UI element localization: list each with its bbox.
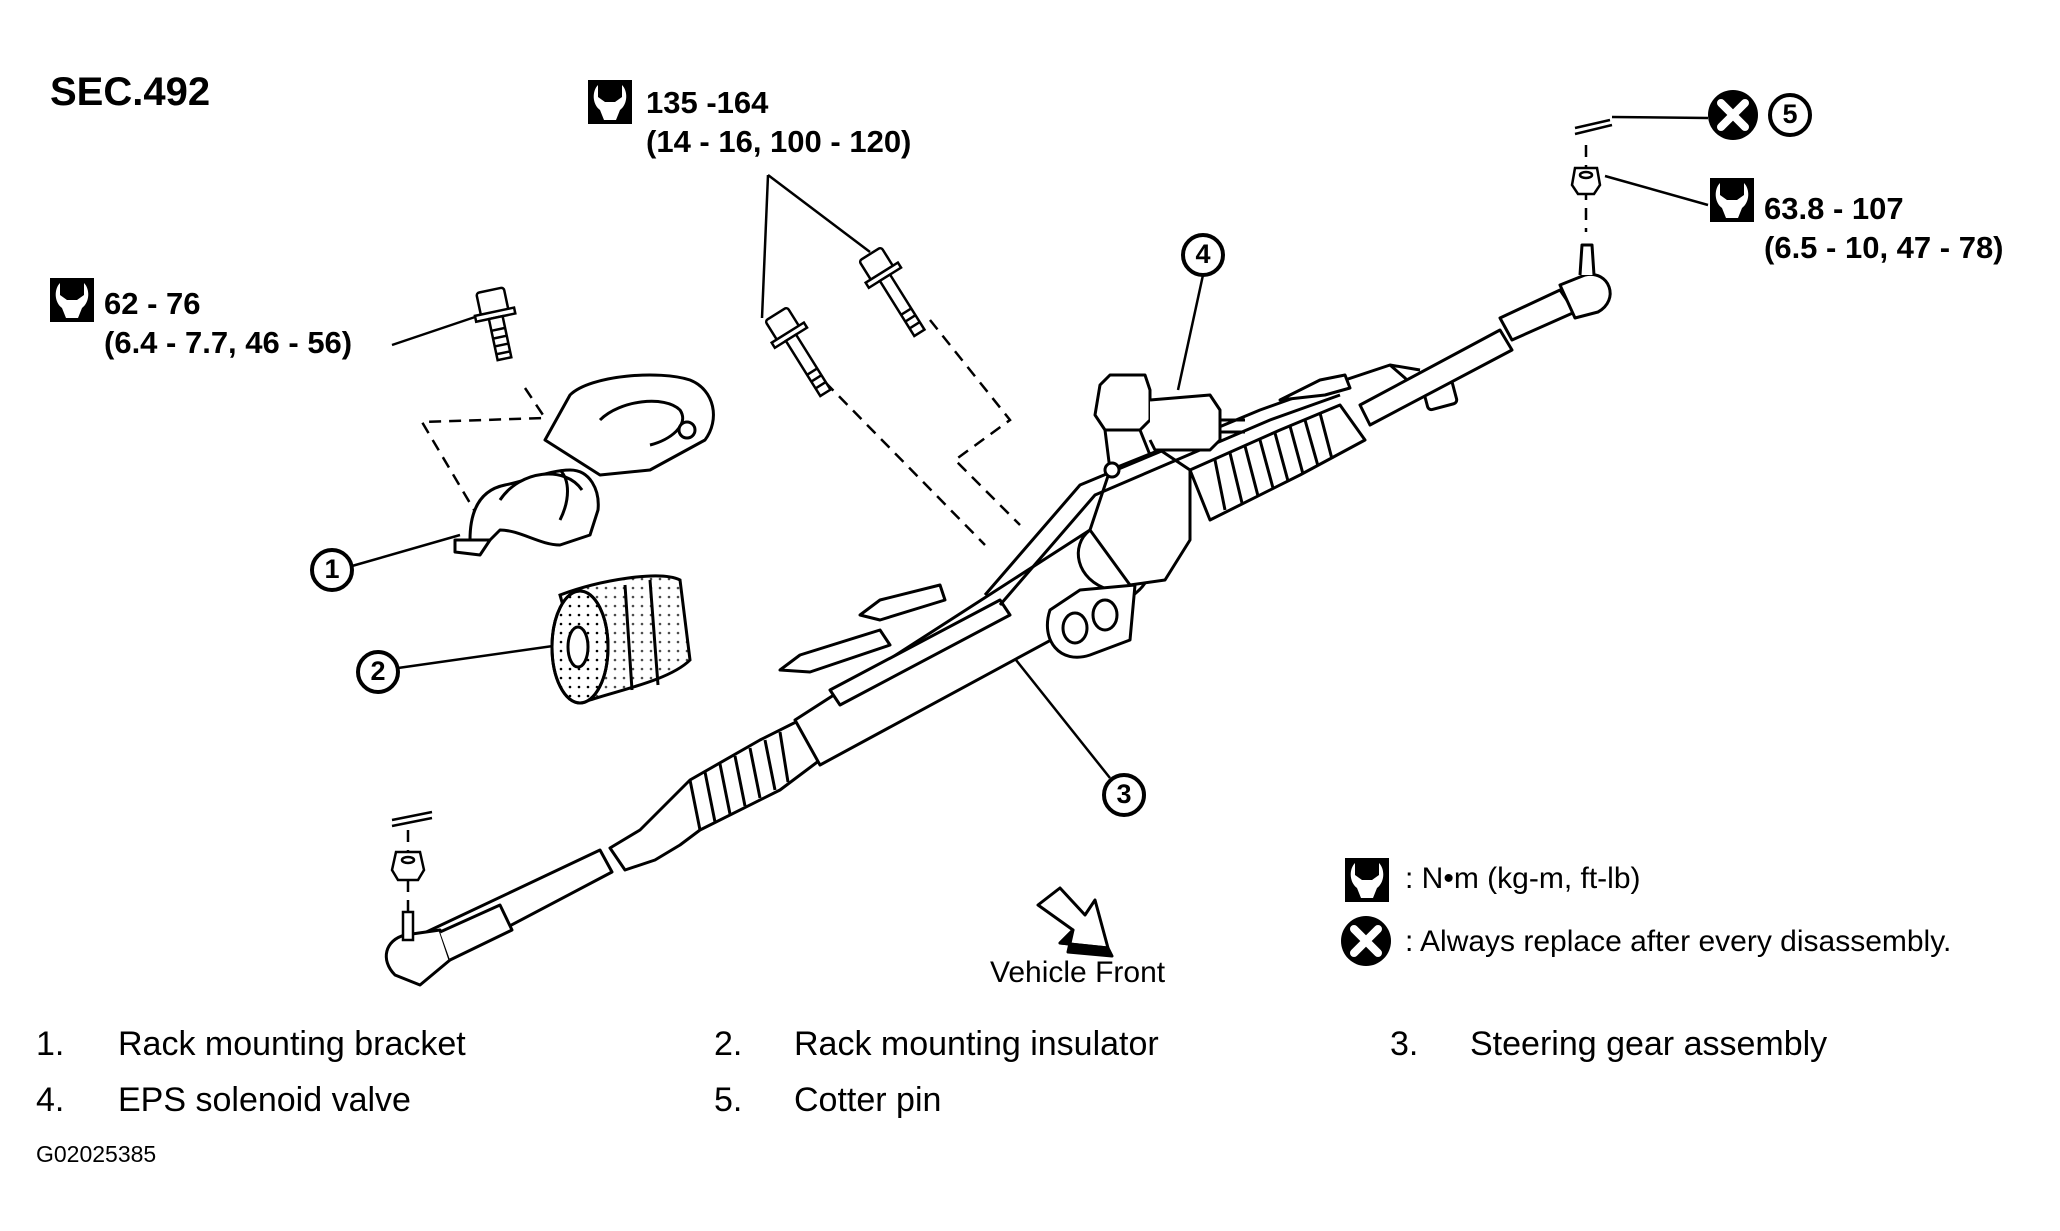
rack-mounting-bracket bbox=[453, 373, 715, 557]
torque-icon-tie-rod bbox=[1710, 178, 1754, 222]
torque-conversion: (6.4 - 7.7, 46 - 56) bbox=[104, 324, 353, 360]
torque-icon-gear-bolts bbox=[588, 80, 632, 124]
torque-legend-text: : N•m (kg-m, ft-lb) bbox=[1405, 862, 1641, 895]
callout-4: 4 bbox=[1195, 239, 1211, 269]
replace-legend-icon bbox=[1341, 916, 1391, 966]
part-name: EPS solenoid valve bbox=[118, 1081, 411, 1119]
tie-rod-hardware bbox=[390, 118, 1613, 942]
torque-spec-bracket-bolt: 62 - 76 (6.4 - 7.7, 46 - 56) bbox=[104, 285, 352, 363]
callout-1: 1 bbox=[324, 554, 340, 584]
torque-legend-icon bbox=[1345, 858, 1389, 902]
callout-circles bbox=[310, 93, 1812, 817]
part-name: Steering gear assembly bbox=[1470, 1025, 1828, 1063]
torque-value: 62 - 76 bbox=[104, 286, 201, 321]
part-name: Rack mounting insulator bbox=[794, 1025, 1159, 1063]
torque-icon-bracket bbox=[50, 278, 94, 322]
part-number: 1. bbox=[36, 1025, 65, 1063]
torque-spec-tie-rod-nut: 63.8 - 107 (6.5 - 10, 47 - 78) bbox=[1764, 190, 2004, 268]
replace-legend-text: : Always replace after every disassembly… bbox=[1405, 925, 1952, 958]
section-number: SEC.492 bbox=[50, 70, 211, 114]
bolts bbox=[473, 246, 927, 398]
eps-solenoid-valve bbox=[1093, 373, 1245, 479]
replace-icon-cotter-pin bbox=[1708, 90, 1758, 140]
vehicle-front-label: Vehicle Front bbox=[990, 956, 1166, 989]
leader-lines bbox=[351, 115, 1709, 779]
part-name: Rack mounting bracket bbox=[118, 1025, 466, 1063]
part-number: 3. bbox=[1390, 1025, 1419, 1063]
callout-5: 5 bbox=[1782, 99, 1798, 129]
part-number: 5. bbox=[714, 1081, 743, 1119]
torque-value: 135 -164 bbox=[646, 85, 769, 120]
vehicle-front-arrow bbox=[1036, 886, 1114, 958]
torque-value: 63.8 - 107 bbox=[1764, 191, 1904, 226]
part-number: 2. bbox=[714, 1025, 743, 1063]
callout-2: 2 bbox=[370, 656, 386, 686]
part-number: 4. bbox=[36, 1081, 65, 1119]
dashed-lines bbox=[406, 145, 1588, 912]
rack-mounting-insulator bbox=[550, 574, 692, 705]
torque-conversion: (6.5 - 10, 47 - 78) bbox=[1764, 229, 2004, 265]
figure-code: G02025385 bbox=[36, 1141, 157, 1167]
callout-3: 3 bbox=[1116, 779, 1132, 809]
torque-conversion: (14 - 16, 100 - 120) bbox=[646, 123, 912, 159]
torque-spec-gear-bolts: 135 -164 (14 - 16, 100 - 120) bbox=[646, 84, 911, 162]
part-name: Cotter pin bbox=[794, 1081, 942, 1119]
steering-gear-assembly bbox=[384, 243, 1612, 987]
